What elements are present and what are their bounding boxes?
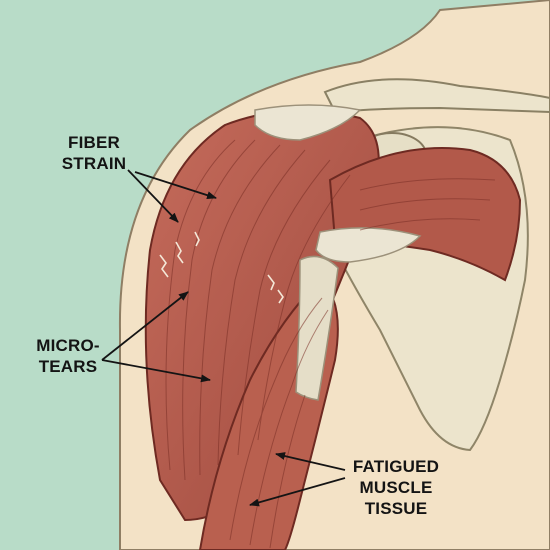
tendon-band-lower: [315, 227, 422, 263]
clavicle-bone: [323, 78, 550, 114]
back-muscle: [328, 147, 522, 282]
fiber-strain-label: FIBER STRAIN: [44, 132, 144, 174]
annotation-arrows: [101, 169, 346, 507]
micro-tears-line-1: MICRO-: [36, 336, 100, 355]
arrow-micro-tears-2: [101, 359, 211, 383]
fatigued-tissue-line-2: MUSCLE: [359, 478, 433, 497]
fiber-strain-line-2: STRAIN: [61, 154, 127, 173]
fiber-strain-line-1: FIBER: [68, 133, 120, 152]
fatigued-tissue-line-1: FATIGUED: [352, 457, 440, 476]
arrow-fatigued-1: [275, 452, 346, 471]
fatigued-tissue-line-3: TISSUE: [364, 499, 428, 518]
fatigued-tissue-label: FATIGUED MUSCLE TISSUE: [326, 456, 466, 519]
micro-tear-marks: [159, 231, 284, 304]
tendon-band-upper: [254, 104, 362, 141]
arrow-micro-tears-1: [101, 291, 189, 361]
arrow-fatigued-2: [249, 477, 346, 507]
arrow-fiber-strain-1: [127, 169, 179, 223]
micro-tears-label: MICRO- TEARS: [20, 335, 116, 377]
muscle-fiber-lines: [165, 139, 496, 549]
micro-tears-line-2: TEARS: [38, 357, 98, 376]
arrow-fiber-strain-2: [134, 171, 217, 200]
